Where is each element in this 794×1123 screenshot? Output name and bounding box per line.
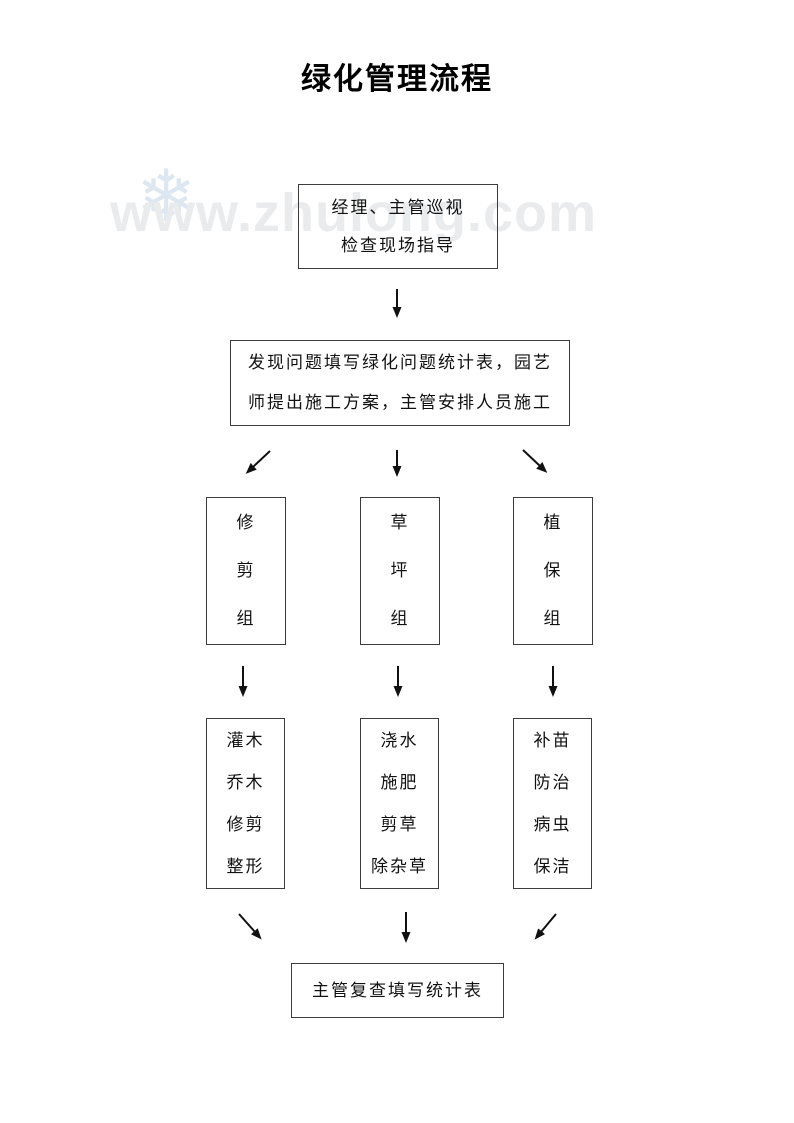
flow-box-group-lawn: 草 坪 组 [360,497,440,645]
group-char: 剪 [236,561,256,580]
arrow-tasks-right-to-final [534,913,557,940]
watermark-text: www.zhulong.com [110,183,597,243]
flow-box-report: 发现问题填写绿化问题统计表，园艺 师提出施工方案，主管安排人员施工 [230,340,570,426]
flow-box-patrol-line1: 经理、主管巡视 [331,197,465,217]
task-line: 浇水 [380,730,419,750]
flow-box-tasks-pruning: 灌木 乔木 修剪 整形 [206,718,285,889]
flow-box-report-line2: 师提出施工方案，主管安排人员施工 [248,393,552,412]
flow-box-final-review: 主管复查填写统计表 [291,963,504,1018]
flow-box-tasks-plant-protection: 补苗 防治 病虫 保洁 [513,718,592,889]
group-char: 修 [236,513,256,532]
group-char: 草 [390,513,410,532]
task-line: 灌木 [226,730,265,750]
arrow-report-to-pruning [245,450,271,474]
group-char: 坪 [390,561,410,580]
group-char: 保 [543,561,563,580]
task-line: 整形 [226,856,265,876]
flow-box-patrol: 经理、主管巡视 检查现场指导 [298,184,498,269]
flow-box-final-text: 主管复查填写统计表 [312,980,483,1000]
watermark-snowflake-icon: ❄ [136,154,197,238]
task-line: 施肥 [380,772,419,792]
task-line: 剪草 [380,814,419,834]
task-line: 保洁 [533,856,572,876]
group-char: 组 [543,609,563,628]
task-line: 乔木 [226,772,265,792]
task-line: 防治 [533,772,572,792]
task-line: 补苗 [533,730,572,750]
arrow-tasks-left-to-final [238,913,262,940]
group-char: 组 [390,609,410,628]
task-line: 修剪 [226,814,265,834]
flow-box-tasks-lawn: 浇水 施肥 剪草 除杂草 [360,718,439,889]
flow-box-group-pruning: 修 剪 组 [206,497,286,645]
task-line: 除杂草 [371,856,428,876]
group-char: 植 [543,513,563,532]
arrow-report-to-plant-protection [522,449,548,473]
group-char: 组 [236,609,256,628]
flow-box-report-line1: 发现问题填写绿化问题统计表，园艺 [248,353,552,372]
flow-box-patrol-line2: 检查现场指导 [341,235,455,255]
task-line: 病虫 [533,814,572,834]
page-title: 绿化管理流程 [301,63,493,96]
flow-box-group-plant-protection: 植 保 组 [513,497,593,645]
